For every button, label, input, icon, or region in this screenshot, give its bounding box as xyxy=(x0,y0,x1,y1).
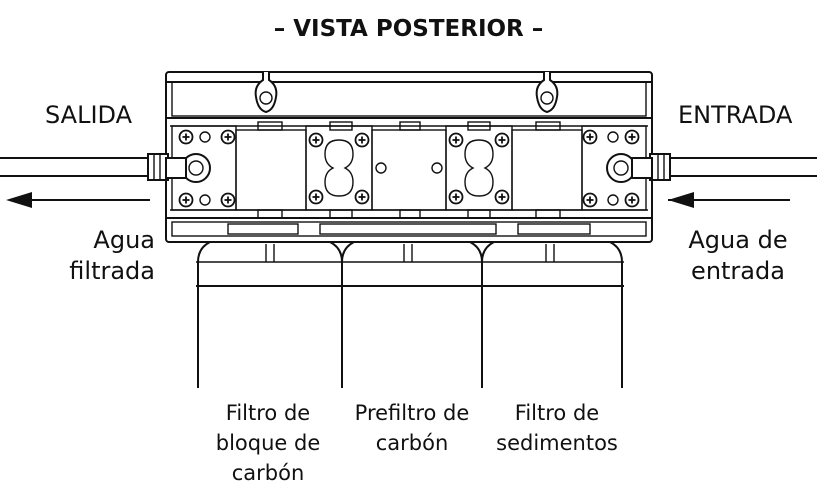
outlet-label: SALIDA xyxy=(45,101,133,129)
screw-icon xyxy=(354,189,370,205)
screw-icon xyxy=(448,189,464,205)
screw-icon xyxy=(220,129,236,145)
inlet-tube xyxy=(668,157,817,177)
inlet-flow-label: Agua de entrada xyxy=(688,226,788,285)
mounting-screws xyxy=(178,129,640,208)
screw-icon xyxy=(494,132,510,148)
diagram-title: – VISTA POSTERIOR – xyxy=(273,16,544,42)
screw-icon xyxy=(448,132,464,148)
screw-icon xyxy=(582,129,598,145)
screw-icon xyxy=(582,192,598,208)
canister-sediment xyxy=(481,241,623,388)
filter-canisters xyxy=(196,241,624,388)
screw-icon xyxy=(354,132,370,148)
screw-icon xyxy=(624,192,640,208)
canister-carbon-prefilter xyxy=(341,241,483,388)
filter-label-sediment: Filtro de sedimentos xyxy=(496,401,618,455)
manifold-head xyxy=(165,71,653,243)
outlet-tube xyxy=(0,157,150,177)
filter-label-carbon-prefilter: Prefiltro de carbón xyxy=(354,401,470,455)
outlet-connector xyxy=(147,153,211,183)
screw-icon xyxy=(494,189,510,205)
figure-eight-port-right xyxy=(464,139,494,197)
figure-eight-port-left xyxy=(324,139,354,197)
inlet-flow-arrow xyxy=(668,192,790,208)
outlet-flow-label: Agua filtrada xyxy=(69,226,155,285)
screw-icon xyxy=(178,192,194,208)
inlet-label: ENTRADA xyxy=(678,101,793,129)
outlet-flow-arrow xyxy=(6,192,150,208)
canister-carbon-block xyxy=(197,241,343,388)
inlet-connector xyxy=(606,153,671,183)
screw-icon xyxy=(308,189,324,205)
filter-label-carbon-block: Filtro de bloque de carbón xyxy=(215,401,321,485)
screw-icon xyxy=(308,132,324,148)
screw-icon xyxy=(220,192,236,208)
screw-icon xyxy=(624,129,640,145)
screw-icon xyxy=(178,129,194,145)
